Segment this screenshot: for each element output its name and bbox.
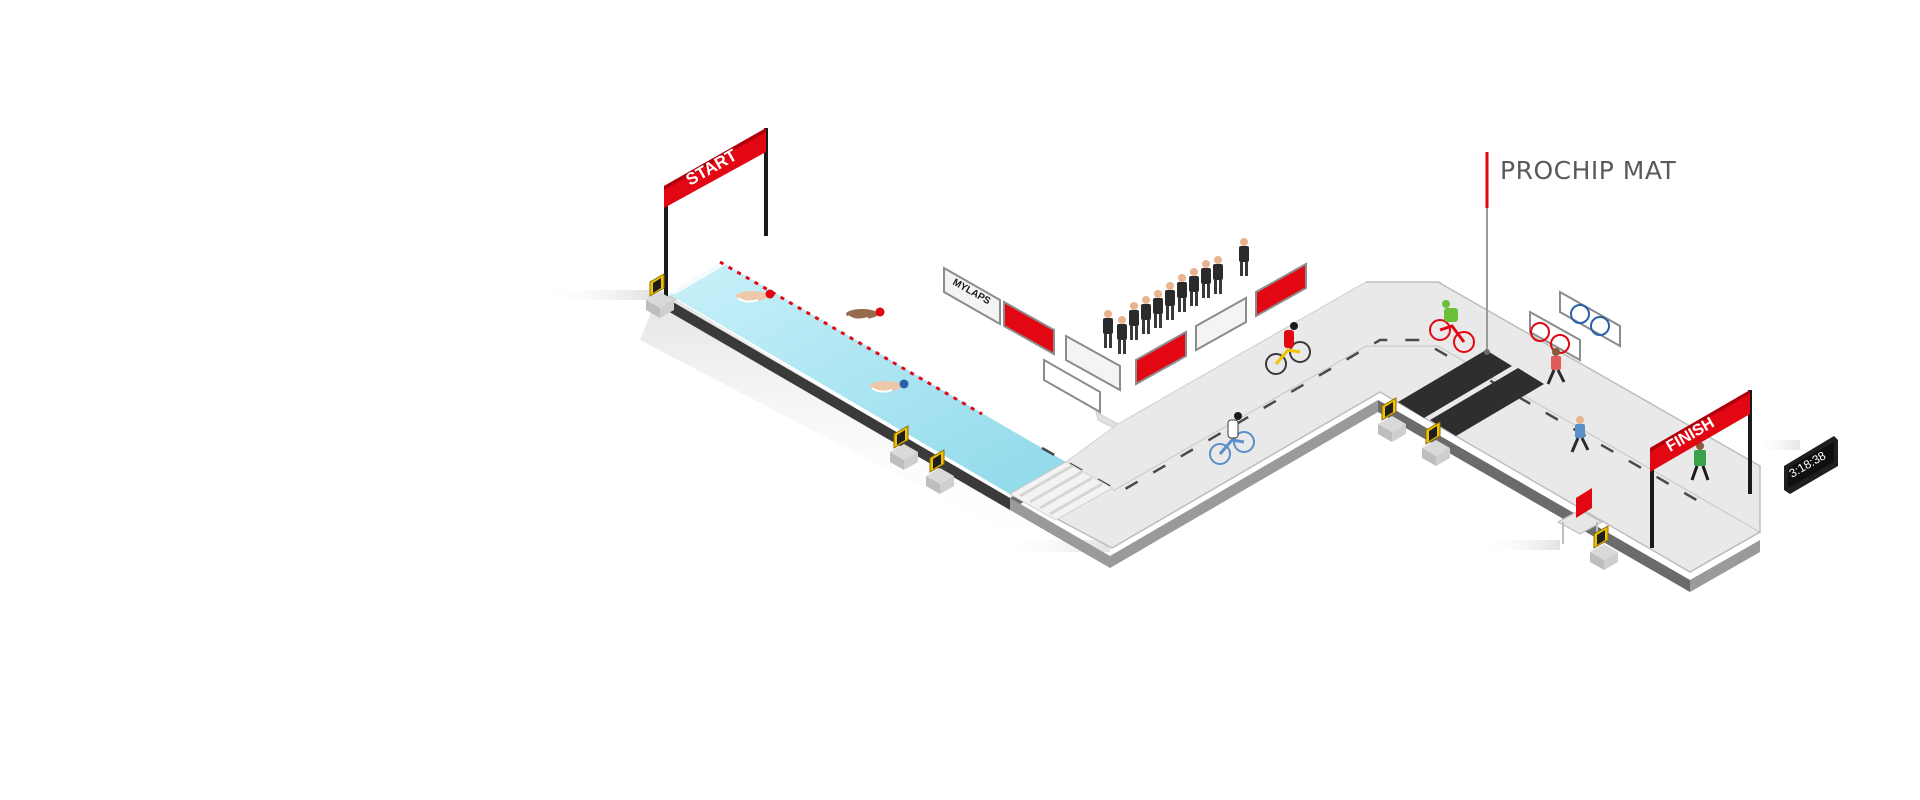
barrier-icon: MYLAPS (943, 262, 1307, 414)
race-track (1008, 281, 1762, 592)
timing-mat (1398, 350, 1544, 436)
runner-icon (1570, 416, 1590, 453)
runner-icon (1546, 348, 1566, 385)
centre-line (1041, 338, 1701, 504)
bike-rack-icon (1529, 290, 1621, 362)
prochip-mat-label: PROCHIP MAT (1500, 156, 1677, 185)
cyclist-icon (1429, 300, 1475, 353)
cyclist-icon (1265, 322, 1311, 375)
finish-gate: FINISH (1650, 390, 1752, 548)
prochip-callout-line (1484, 152, 1490, 355)
laptop-icon (1556, 488, 1604, 544)
lane-rope (719, 260, 983, 416)
transition-zone (1008, 461, 1114, 521)
swim-pool (666, 260, 1066, 510)
swimmer-icon (846, 307, 885, 321)
race-clock-icon: 3:18:38 (1784, 436, 1838, 494)
cyclist-icon (1209, 412, 1255, 465)
runner-icon (1690, 442, 1710, 481)
swimmer-icon (870, 379, 909, 393)
swimmer-icon (736, 289, 775, 303)
